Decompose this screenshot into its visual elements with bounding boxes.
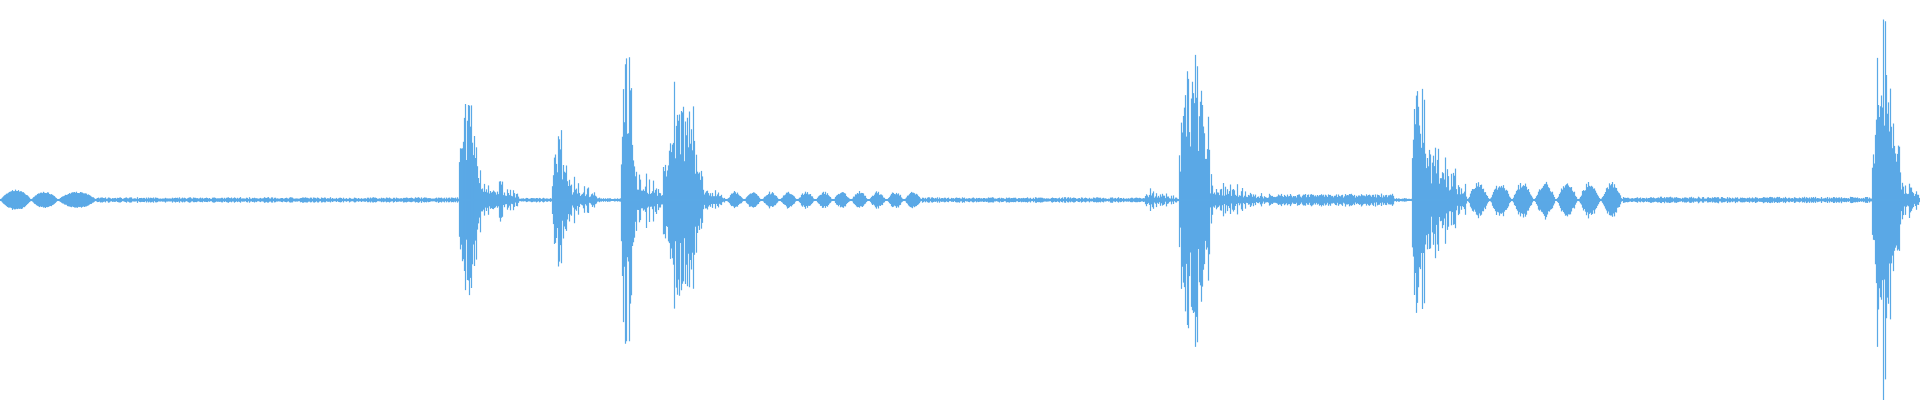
waveform-trace	[0, 19, 1920, 400]
